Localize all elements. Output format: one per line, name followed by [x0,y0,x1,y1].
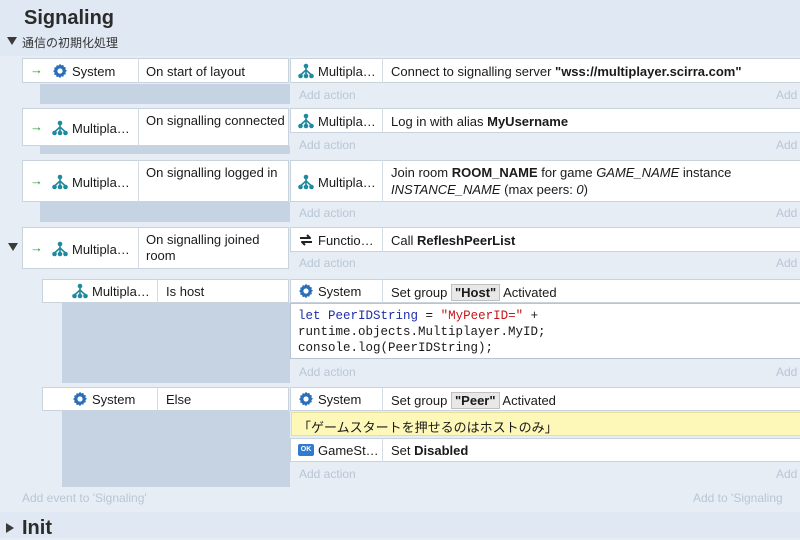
add-link[interactable]: Add [776,138,798,152]
comment-text: 「ゲームスタートを押せるのはホストのみ」 [298,420,558,435]
trigger-arrow-icon: → [30,240,43,255]
action-text-line2: INSTANCE_NAME (max peers: 0) [391,182,588,197]
add-link[interactable]: Add [776,467,798,481]
next-group-header[interactable] [0,512,800,538]
add-action-link[interactable]: Add action [299,206,356,220]
add-link[interactable]: Add [776,256,798,270]
add-action-link[interactable]: Add action [299,365,356,379]
subevent-else-action[interactable] [290,387,800,411]
condition-object: Multipla… [92,284,150,299]
action-text: Set group "Peer" Activated [391,392,556,409]
trigger-arrow-icon: → [30,62,43,77]
action-object: GameSt… [318,443,379,458]
expand-triangle-icon[interactable] [6,523,14,533]
event-4-action[interactable] [290,227,800,252]
multiplayer-icon [298,63,314,79]
action-object: Multipla… [318,64,376,79]
subevent-host-condition[interactable] [42,279,289,303]
group-badge: "Host" [451,284,501,301]
trigger-arrow-icon: → [30,173,43,188]
gear-icon [72,391,88,407]
multiplayer-icon [52,241,68,257]
subevent-host-action[interactable] [290,279,800,303]
event-3-action[interactable] [290,160,800,202]
multiplayer-icon [298,113,314,129]
add-link[interactable]: Add [776,206,798,220]
condition-object: System [92,392,136,407]
add-action-link[interactable]: Add action [299,467,356,481]
event-1-action[interactable] [290,58,800,83]
condition-text: On signalling joined room [146,232,260,263]
add-link[interactable]: Add [776,88,798,102]
action-text: Set Disabled [391,443,469,458]
event-2-condition[interactable] [22,108,289,146]
event-3-condition[interactable] [22,160,289,202]
button-object-icon: OK [298,444,314,456]
multiplayer-icon [52,120,68,136]
action-text: Connect to signalling server "wss://mult… [391,64,742,79]
action-object: System [318,284,362,299]
action-object: System [318,392,362,407]
condition-text: On start of layout [146,64,245,79]
condition-object: Multipla… [72,121,130,136]
add-link[interactable]: Add [776,365,798,379]
group-header[interactable] [0,0,800,56]
gear-icon [298,283,314,299]
add-action-link[interactable]: Add action [299,88,356,102]
condition-text: On signalling logged in [146,165,278,180]
multiplayer-icon [298,174,314,190]
multiplayer-icon [72,283,88,299]
group-title: Signaling [24,7,114,29]
collapse-triangle-icon[interactable] [7,37,17,45]
next-group-title: Init [22,517,52,539]
condition-text: On signalling connected [146,113,285,128]
script-block[interactable] [290,303,800,359]
multiplayer-icon [52,174,68,190]
add-event-link[interactable]: Add event to 'Signaling' [22,491,147,505]
condition-object: Multipla… [72,175,130,190]
expand-triangle-icon[interactable] [8,243,18,251]
script-line-1: let PeerIDString = "MyPeerID=" + [298,309,539,323]
group-badge: "Peer" [451,392,500,409]
action-object: Multipla… [318,175,376,190]
subevent-else-action-2[interactable] [290,438,800,462]
action-text: Set group "Host" Activated [391,284,557,301]
action-object: Multipla… [318,114,376,129]
add-action-link[interactable]: Add action [299,138,356,152]
trigger-arrow-icon: → [30,119,43,134]
event-2-action[interactable] [290,108,800,133]
action-text: Log in with alias MyUsername [391,114,569,129]
condition-text: Is host [166,284,205,299]
event-4-condition[interactable] [22,227,289,269]
script-line-3: console.log(PeerIDString); [298,341,494,355]
condition-text: Else [166,392,192,407]
comment-block[interactable] [291,412,800,436]
action-object: Functio… [318,233,374,248]
add-to-group-link[interactable]: Add to 'Signaling [693,491,783,505]
add-action-link[interactable]: Add action [299,256,356,270]
condition-object: Multipla… [72,242,130,257]
group-description: 通信の初期化処理 [22,36,119,50]
gear-icon [52,63,68,79]
action-text: Call RefleshPeerList [391,233,516,248]
action-text-line1: Join room ROOM_NAME for game GAME_NAME i… [391,165,732,180]
script-line-2: runtime.objects.Multiplayer.MyID; [298,325,546,339]
function-icon [298,232,314,248]
gear-icon [298,391,314,407]
condition-object: System [72,64,116,79]
